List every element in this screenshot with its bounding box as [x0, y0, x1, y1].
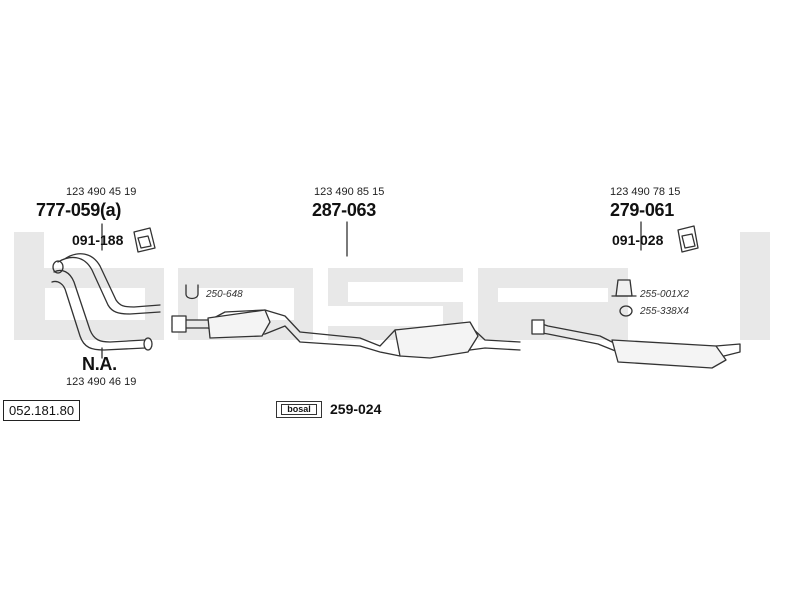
bosal-kit-logo-text: bosal: [281, 404, 317, 415]
bracket-code-091-028[interactable]: 091-028: [612, 232, 664, 248]
catalog-reference: 052.181.80: [3, 400, 81, 421]
rear-silencer-drawing: [531, 319, 741, 369]
oe-number-na: 123 490 46 19: [66, 376, 137, 388]
part-code-287-063[interactable]: 287-063: [312, 200, 376, 220]
kit-code-259-024[interactable]: 259-024: [330, 401, 382, 417]
front-pipe-drawing: [51, 253, 161, 351]
oe-number-front-pipe: 123 490 45 19: [66, 186, 137, 198]
bracket-091-028-drawing: [677, 225, 699, 253]
centre-silencer-drawing: [171, 309, 521, 359]
bosal-kit-logo: bosal: [276, 401, 322, 418]
part-code-777-059[interactable]: 777-059(a): [36, 200, 122, 220]
bracket-091-188-drawing: [133, 227, 156, 253]
hanger-255-001X2-drawing: [611, 279, 637, 297]
hanger-code-255-001X2[interactable]: 255-001X2: [640, 289, 689, 300]
part-code-na: N.A.: [82, 354, 117, 374]
clamp-250-648-drawing: [185, 284, 199, 300]
clamp-code-250-648[interactable]: 250-648: [206, 289, 243, 300]
part-code-279-061[interactable]: 279-061: [610, 200, 674, 220]
ring-255-338X4-drawing: [619, 305, 633, 317]
oe-number-centre: 123 490 85 15: [314, 186, 385, 198]
oe-number-rear: 123 490 78 15: [610, 186, 681, 198]
bracket-code-091-188[interactable]: 091-188: [72, 232, 124, 248]
ring-code-255-338X4[interactable]: 255-338X4: [640, 306, 689, 317]
